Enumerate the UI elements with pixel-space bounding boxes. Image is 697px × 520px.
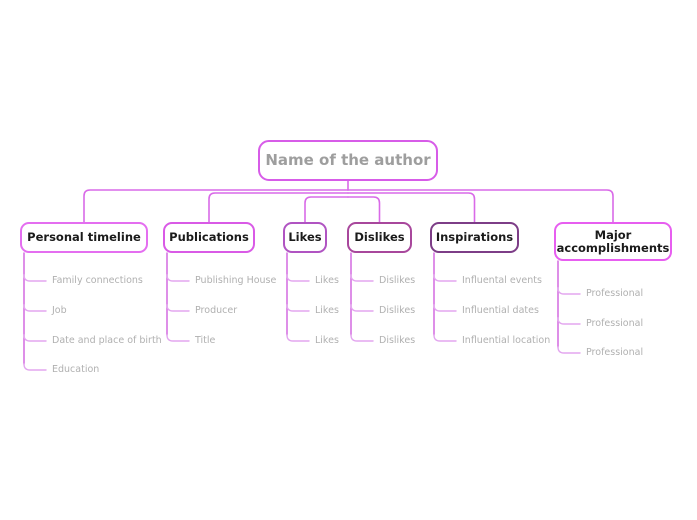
mindmap-branch-label: Personal timeline	[27, 230, 141, 245]
mindmap-root-node[interactable]: Name of the author	[258, 140, 438, 181]
mindmap-branch-label: Inspirations	[435, 230, 514, 245]
mindmap-branch-node[interactable]: Dislikes	[347, 222, 412, 253]
mindmap-root-label: Name of the author	[265, 151, 431, 170]
mindmap-branch-node[interactable]: Publications	[163, 222, 255, 253]
mindmap-leaf-label[interactable]: Dislikes	[379, 275, 416, 286]
mindmap-leaf-label[interactable]: Likes	[315, 275, 339, 286]
mindmap-leaf-label[interactable]: Job	[52, 305, 67, 316]
mindmap-leaf-label[interactable]: Influential dates	[462, 305, 539, 316]
mindmap-branch-node[interactable]: Personal timeline	[20, 222, 148, 253]
mindmap-leaf-label[interactable]: Dislikes	[379, 305, 416, 316]
mindmap-leaf-label[interactable]: Producer	[195, 305, 238, 316]
mindmap-leaf-label[interactable]: Professional	[586, 347, 644, 358]
mindmap-leaf-label[interactable]: Title	[195, 335, 216, 346]
mindmap-leaf-label[interactable]: Family connections	[52, 275, 143, 286]
mindmap-leaf-label[interactable]: Professional	[586, 288, 644, 299]
mindmap-leaf-label[interactable]: Publishing House	[195, 275, 277, 286]
mindmap-leaf-label[interactable]: Influental events	[462, 275, 542, 286]
mindmap-leaf-label[interactable]: Professional	[586, 318, 644, 329]
mindmap-branch-label: Publications	[169, 230, 249, 245]
mindmap-branch-node[interactable]: Likes	[283, 222, 327, 253]
mindmap-leaf-label[interactable]: Influential location	[462, 335, 551, 346]
mindmap-leaf-label[interactable]: Likes	[315, 335, 339, 346]
mindmap-leaf-label[interactable]: Date and place of birth	[52, 335, 162, 346]
mindmap-branch-label: Dislikes	[354, 230, 405, 245]
mindmap-leaf-label[interactable]: Dislikes	[379, 335, 416, 346]
mindmap-branch-label: Likes	[288, 230, 322, 245]
mindmap-leaf-label[interactable]: Likes	[315, 305, 339, 316]
mindmap-branch-node[interactable]: Inspirations	[430, 222, 519, 253]
mindmap-leaf-label[interactable]: Education	[52, 364, 100, 375]
